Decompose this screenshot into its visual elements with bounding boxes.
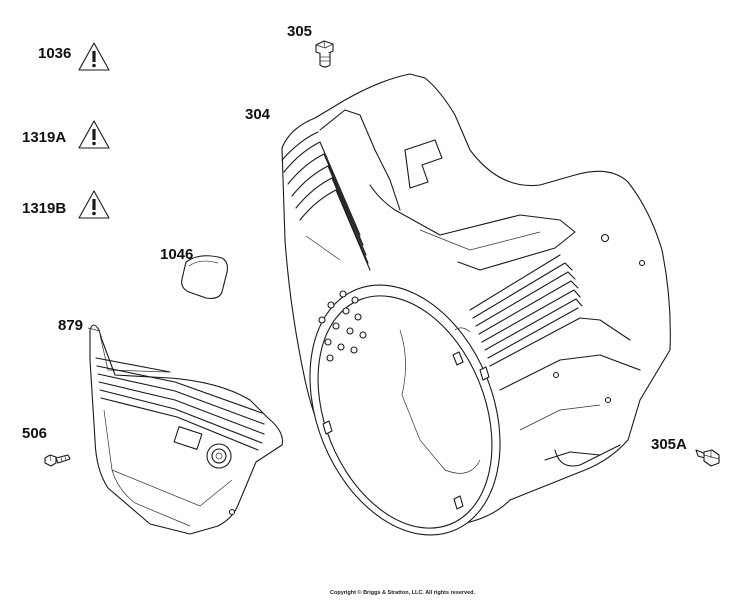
- shroud-icon: [281, 73, 671, 536]
- callout-1036: 1036: [38, 45, 72, 62]
- callout-879: 879: [58, 317, 84, 334]
- cover-icon: [89, 324, 283, 535]
- warning-icon: [78, 42, 110, 71]
- warning-icon: [78, 120, 110, 149]
- callout-506: 506: [22, 425, 48, 442]
- callout-1046: 1046: [160, 246, 194, 263]
- callout-305A: 305A: [651, 436, 687, 453]
- bolt-icon: [315, 40, 334, 68]
- vent-holes: [318, 290, 367, 362]
- gasket-icon: [181, 255, 228, 299]
- bolt-icon: [44, 454, 71, 467]
- bolt-icon: [695, 449, 720, 467]
- callout-1319B: 1319B: [22, 200, 67, 217]
- callout-305: 305: [287, 23, 313, 40]
- warning-icon: [78, 190, 110, 219]
- callout-304: 304: [245, 106, 271, 123]
- copyright-notice: Copyright © Briggs & Stratton, LLC. All …: [330, 590, 476, 596]
- callout-1319A: 1319A: [22, 129, 67, 146]
